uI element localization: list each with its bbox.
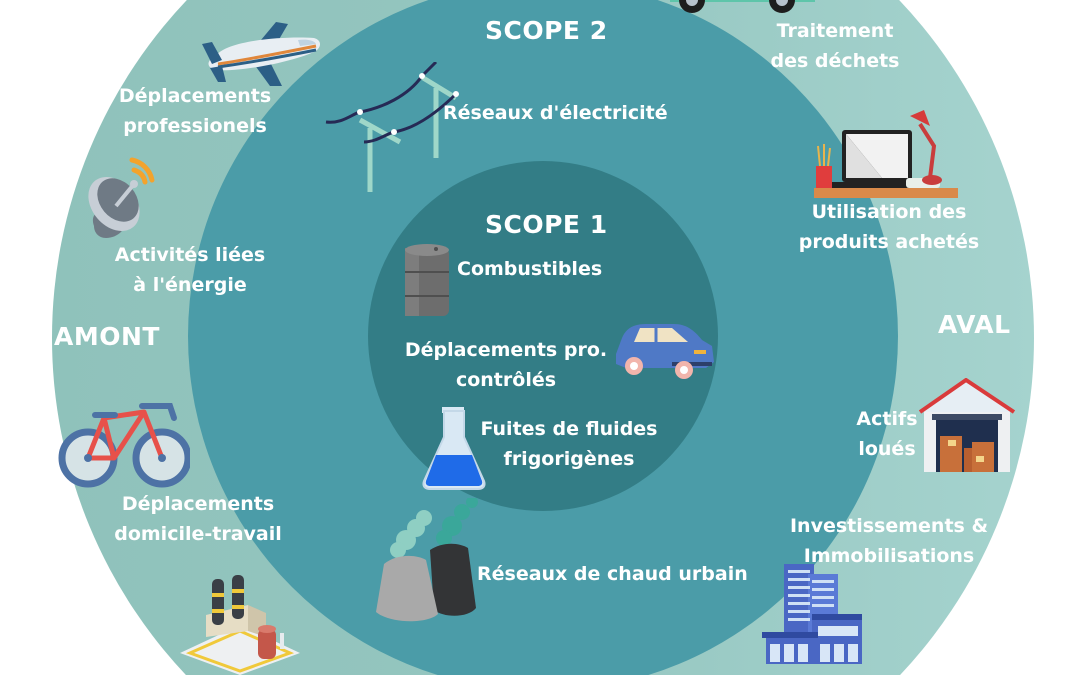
factory-icon bbox=[180, 575, 300, 675]
bicycle-icon bbox=[58, 403, 190, 488]
office-buildings-icon bbox=[762, 564, 862, 664]
label-line: Déplacements bbox=[118, 85, 272, 107]
desk-laptop-icon bbox=[814, 110, 958, 198]
label-line: frigorigènes bbox=[503, 448, 635, 470]
downstream-investments-label: Investissements & Immobilisations bbox=[784, 511, 994, 571]
label-line: des déchets bbox=[770, 50, 900, 72]
garbage-truck-icon bbox=[670, 0, 815, 13]
label-line: Fuites de fluides bbox=[480, 418, 658, 440]
label-line: Traitement bbox=[776, 20, 894, 42]
cooling-towers-icon bbox=[376, 498, 478, 622]
scope2-title: SCOPE 2 bbox=[485, 16, 608, 45]
label-line: Déplacements bbox=[121, 493, 275, 515]
label-line: contrôlés bbox=[455, 369, 557, 391]
label-line: Actifs bbox=[856, 408, 918, 430]
label-line: loués bbox=[858, 438, 916, 460]
warehouse-icon bbox=[918, 378, 1016, 472]
scope1-company-vehicles-label: Déplacements pro. contrôlés bbox=[398, 335, 614, 395]
power-lines-icon bbox=[325, 62, 460, 192]
oil-barrel-icon bbox=[405, 244, 449, 316]
upstream-business-travel-label: Déplacements professionels bbox=[114, 81, 276, 141]
label-line: Déplacements pro. bbox=[404, 339, 608, 361]
scope1-fuels-label: Combustibles bbox=[457, 258, 603, 280]
airplane-icon bbox=[202, 22, 320, 86]
label-line: Utilisation des bbox=[811, 201, 967, 223]
label-line: professionels bbox=[123, 115, 267, 137]
downstream-waste-label: Traitement des déchets bbox=[768, 16, 902, 76]
label-line: Immobilisations bbox=[803, 545, 975, 567]
aval-label: AVAL bbox=[938, 310, 1011, 339]
label-line: à l'énergie bbox=[133, 274, 247, 296]
car-icon bbox=[616, 324, 714, 379]
label-line: Activités liées bbox=[114, 244, 266, 266]
scope1-refrigerant-leaks-label: Fuites de fluides frigorigènes bbox=[476, 414, 662, 474]
upstream-energy-activities-label: Activités liées à l'énergie bbox=[112, 240, 268, 300]
upstream-commute-label: Déplacements domicile-travail bbox=[110, 489, 286, 549]
downstream-product-use-label: Utilisation des produits achetés bbox=[796, 197, 982, 257]
scope1-title: SCOPE 1 bbox=[485, 210, 608, 239]
flask-icon bbox=[422, 407, 486, 490]
scope2-district-heating-label: Réseaux de chaud urbain bbox=[477, 563, 748, 585]
label-line: domicile-travail bbox=[114, 523, 282, 545]
satellite-dish-icon bbox=[88, 157, 155, 238]
label-line: produits achetés bbox=[798, 231, 980, 253]
downstream-leased-assets-label: Actifs loués bbox=[854, 404, 920, 464]
scope2-electricity-label: Réseaux d'électricité bbox=[443, 102, 668, 124]
label-line: Investissements & bbox=[789, 515, 989, 537]
amont-label: AMONT bbox=[54, 322, 160, 351]
